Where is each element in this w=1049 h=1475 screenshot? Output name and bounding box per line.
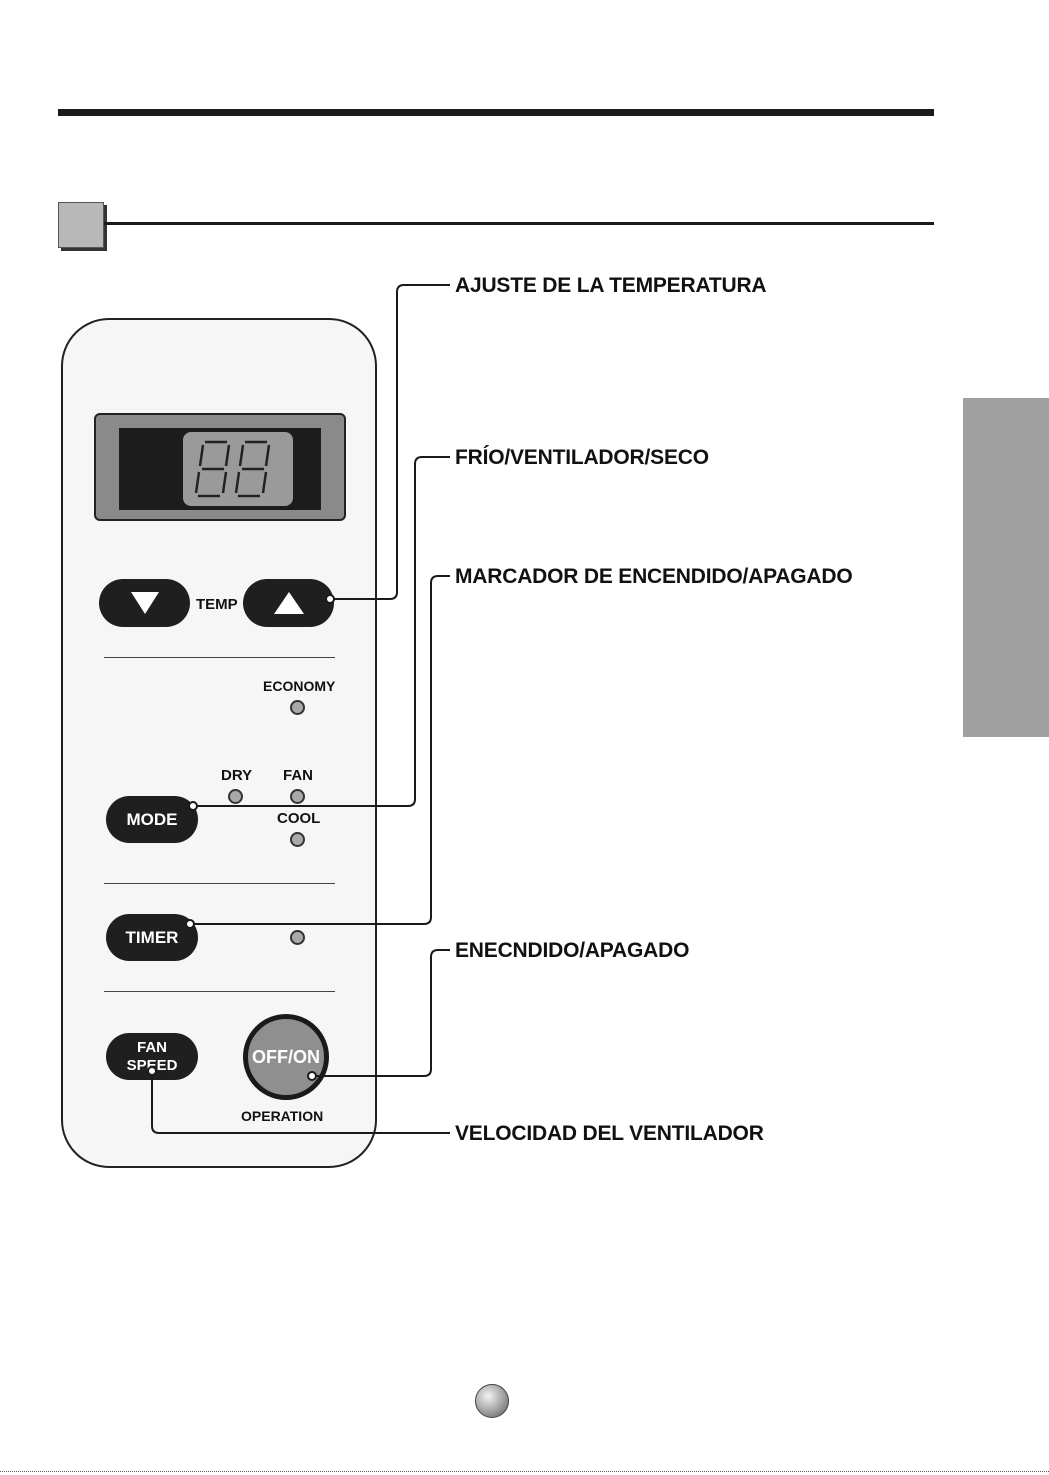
anchor-timer — [186, 920, 194, 928]
bottom-rule — [0, 1471, 1049, 1472]
callout-mode: FRÍO/VENTILADOR/SECO — [455, 446, 709, 470]
anchor-power — [308, 1072, 316, 1080]
leader-temperature — [330, 285, 450, 599]
callout-temperature: AJUSTE DE LA TEMPERATURA — [455, 274, 766, 298]
anchor-mode — [189, 802, 197, 810]
page-number-marker — [475, 1384, 509, 1418]
anchor-fan-speed — [148, 1067, 156, 1075]
anchor-temperature — [326, 595, 334, 603]
callout-power: ENECNDIDO/APAGADO — [455, 939, 689, 963]
leader-power — [312, 950, 450, 1076]
leader-timer — [190, 576, 450, 924]
leader-fan-speed — [152, 1071, 450, 1133]
callout-fan-speed: VELOCIDAD DEL VENTILADOR — [455, 1122, 764, 1146]
leader-mode — [193, 457, 450, 806]
callout-timer: MARCADOR DE ENCENDIDO/APAGADO — [455, 565, 853, 589]
